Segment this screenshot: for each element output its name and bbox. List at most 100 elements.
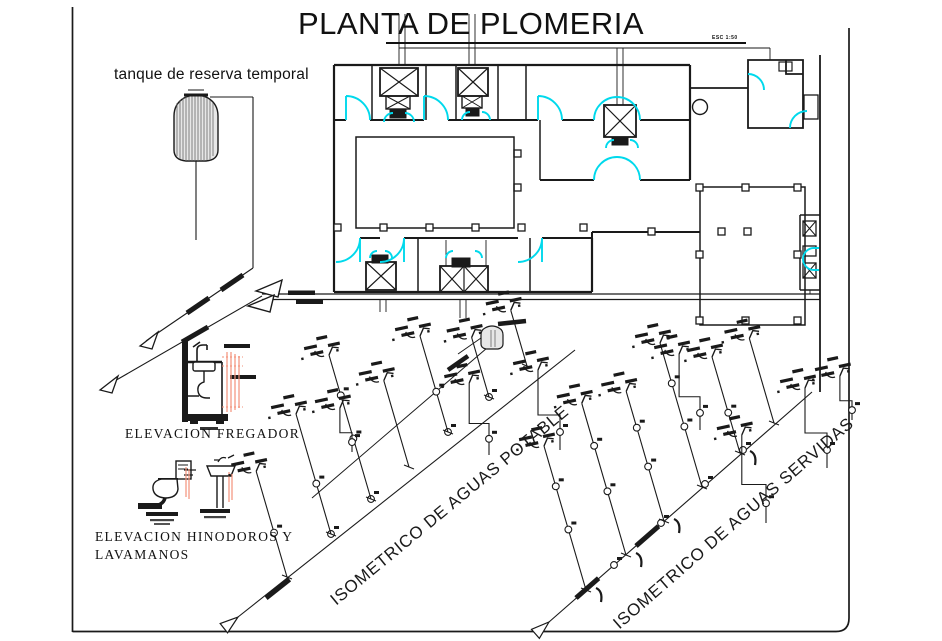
flow-arrow bbox=[245, 293, 275, 313]
iso-branch bbox=[482, 290, 533, 369]
iso-branch bbox=[391, 316, 454, 435]
fixture-cluster bbox=[651, 334, 691, 360]
wc-cluster-2 bbox=[457, 67, 489, 117]
p-trap bbox=[188, 371, 210, 399]
valve-symbol bbox=[485, 434, 493, 443]
scale-note: ESC 1:50 bbox=[712, 35, 738, 41]
valve-symbol bbox=[432, 387, 441, 396]
fixture-cluster bbox=[721, 318, 761, 344]
fixture-cluster bbox=[228, 451, 268, 477]
valve-symbol bbox=[823, 446, 831, 454]
door-swing-arcs bbox=[335, 73, 819, 271]
faucet bbox=[192, 341, 208, 362]
iso-branch bbox=[683, 337, 757, 466]
valve-symbol bbox=[556, 428, 564, 436]
reserve-tank bbox=[173, 89, 219, 162]
valve-symbol bbox=[610, 561, 618, 569]
iso-tank-symbol bbox=[446, 318, 527, 372]
valve-symbol bbox=[848, 406, 856, 415]
iso-sub-branch bbox=[311, 388, 360, 452]
iso-branch bbox=[443, 317, 495, 400]
wc-cluster-central bbox=[603, 104, 637, 146]
valve-symbol bbox=[312, 479, 321, 488]
flow-arrow bbox=[530, 620, 551, 640]
title-underline bbox=[386, 42, 746, 44]
plan-fixtures bbox=[365, 67, 817, 293]
tank-label: tanque de reserva temporal bbox=[114, 66, 309, 83]
riser-pipes bbox=[398, 14, 771, 105]
iso-branch bbox=[300, 335, 377, 502]
valve-symbol bbox=[667, 379, 676, 388]
flow-arrow bbox=[253, 278, 283, 298]
valve-symbol bbox=[724, 408, 733, 417]
wc-elevation bbox=[138, 454, 237, 525]
fixture-cluster bbox=[509, 350, 550, 376]
valve-symbol bbox=[603, 487, 612, 496]
drain-arrow bbox=[138, 330, 160, 350]
fixture-cluster bbox=[391, 316, 432, 342]
iso-branch bbox=[267, 394, 337, 537]
valve-symbol bbox=[564, 525, 573, 534]
fixture-cluster bbox=[598, 371, 638, 397]
fixture-cluster bbox=[443, 317, 483, 343]
p-trap-hook bbox=[595, 586, 603, 603]
wc-cluster-bottom-2 bbox=[439, 240, 489, 293]
sewer-main bbox=[245, 278, 820, 318]
fixture-cluster bbox=[267, 394, 308, 420]
secondary-pipe-line bbox=[311, 341, 495, 499]
iso-branch bbox=[631, 323, 708, 490]
fixture-cluster bbox=[355, 360, 395, 386]
page-title: PLANTA DE PLOMERIA bbox=[297, 6, 645, 41]
iso-sub-branch bbox=[776, 368, 835, 468]
sink-elevation-label: ELEVACION FREGADOR bbox=[125, 426, 301, 441]
fixture-cluster bbox=[553, 383, 593, 409]
wc-elevation-label: ELEVACION HINODOROS Y LAVAMANOS bbox=[95, 528, 293, 564]
valve-symbol bbox=[696, 408, 704, 417]
iso-sub-branch bbox=[811, 356, 860, 420]
valve-symbol bbox=[701, 480, 709, 488]
wc-elevation-label-line2: LAVAMANOS bbox=[95, 547, 190, 562]
p-trap-hook bbox=[635, 551, 643, 568]
tank-hatch bbox=[176, 95, 214, 161]
valve-symbol bbox=[551, 482, 560, 491]
sink-elevation bbox=[182, 340, 256, 430]
iso-branch bbox=[598, 371, 681, 534]
isometric-served bbox=[515, 318, 860, 640]
fixture-cluster bbox=[441, 363, 481, 389]
valve-symbol bbox=[270, 528, 279, 537]
valve-symbol bbox=[644, 462, 653, 471]
iso-sub-branch bbox=[651, 334, 708, 430]
fixture-cluster bbox=[683, 337, 724, 363]
fixture-cluster bbox=[515, 426, 556, 452]
p-trap-hook bbox=[673, 517, 681, 534]
iso-branch bbox=[515, 426, 603, 603]
valve-symbol bbox=[680, 422, 689, 431]
wc-elevation-label-line1: ELEVACION HINODOROS Y bbox=[95, 529, 294, 544]
isometric-potable bbox=[219, 290, 576, 634]
iso-branch bbox=[553, 383, 643, 568]
fixture-cluster bbox=[811, 356, 851, 382]
fixture-cluster bbox=[713, 415, 753, 441]
fixture-cluster bbox=[776, 368, 817, 394]
fixture-cluster bbox=[300, 335, 341, 361]
fixture-cluster bbox=[631, 323, 672, 349]
flow-arrow bbox=[219, 615, 240, 634]
iso-sub-branch bbox=[713, 415, 774, 523]
fixture-cluster bbox=[482, 290, 522, 316]
drain-arrow bbox=[98, 374, 120, 394]
p-trap-hook bbox=[749, 449, 757, 466]
plan-walls bbox=[332, 55, 821, 392]
valve-symbol bbox=[762, 499, 770, 508]
iso-branch bbox=[355, 360, 415, 470]
fixture-cluster bbox=[311, 388, 351, 414]
iso-branch bbox=[228, 451, 293, 580]
lavatory bbox=[200, 454, 237, 519]
main-pipe-line bbox=[237, 349, 576, 618]
valve-symbol bbox=[590, 441, 599, 450]
iso-sub-branch bbox=[509, 350, 568, 450]
iso-sub-branch bbox=[441, 363, 497, 455]
wc-dim-lines bbox=[185, 467, 233, 502]
